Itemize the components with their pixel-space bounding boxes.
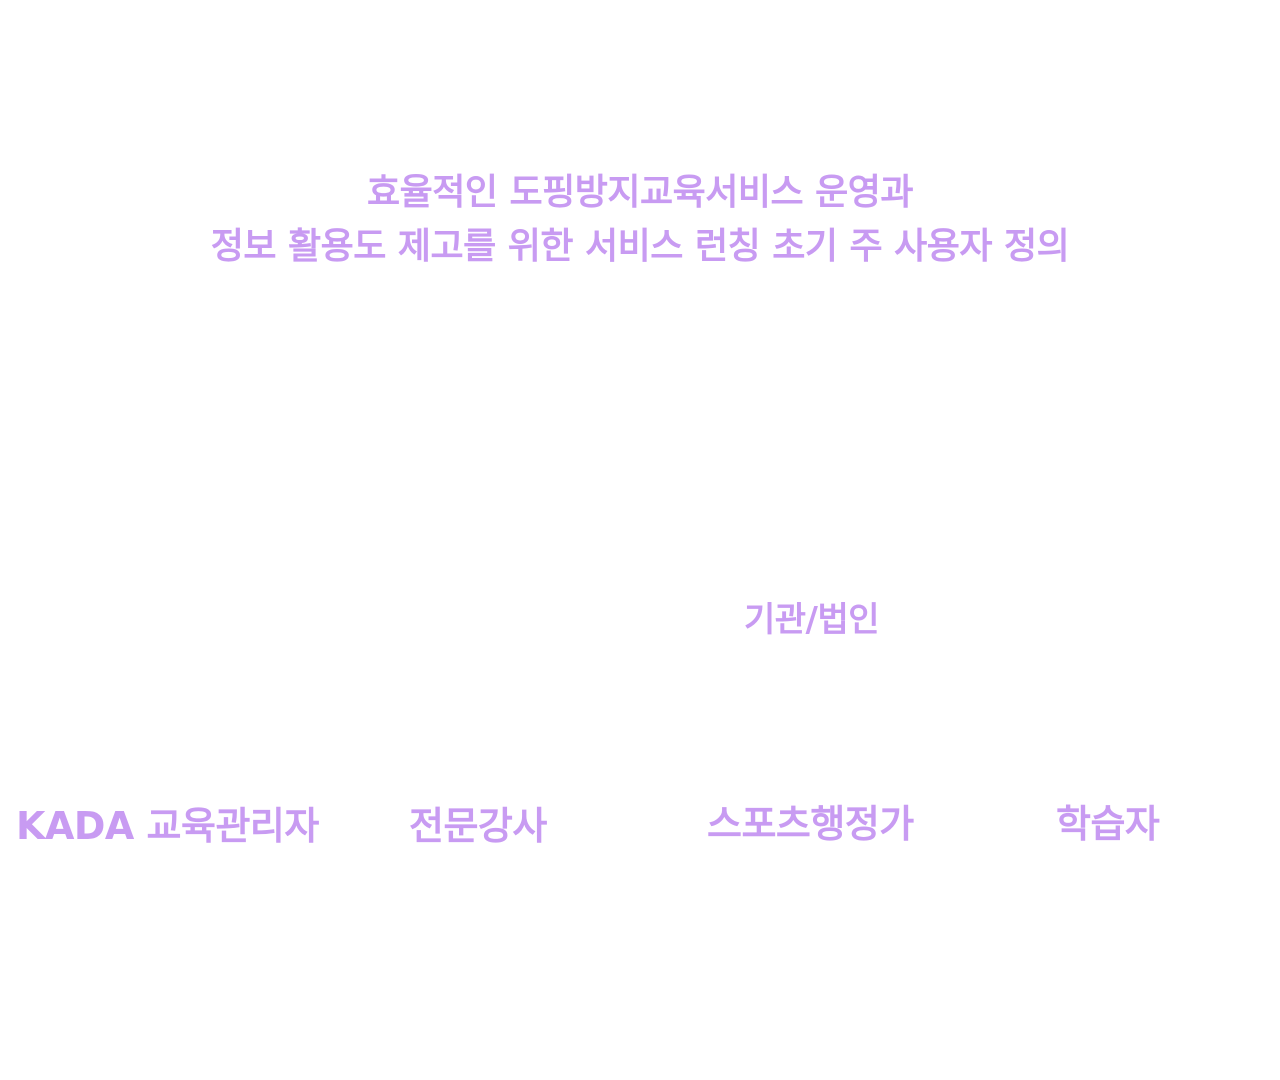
user-type-lecturer: 전문강사 <box>409 804 547 848</box>
user-type-sports-administrator: 스포츠행정가 <box>707 802 914 846</box>
slide-title-line-2: 정보 활용도 제고를 위한 서비스 런칭 초기 주 사용자 정의 <box>210 226 1070 267</box>
slide-title-line-1: 효율적인 도핑방지교육서비스 운영과 <box>367 172 914 213</box>
user-type-learner: 학습자 <box>1056 802 1160 846</box>
user-type-kada-admin: KADA 교육관리자 <box>16 804 319 848</box>
organization-label: 기관/법인 <box>744 600 880 640</box>
